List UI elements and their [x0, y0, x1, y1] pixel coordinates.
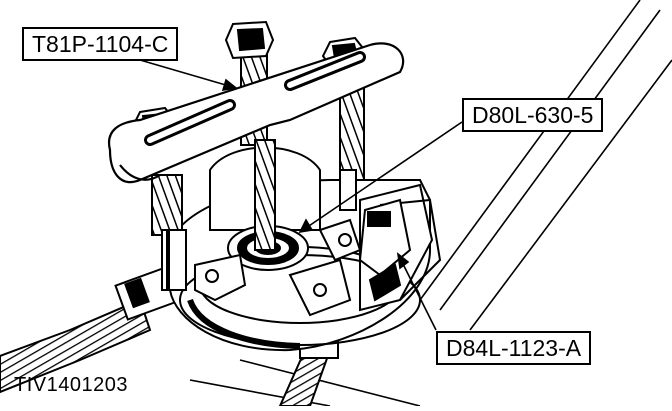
- callout-puller-bar: T81P-1104-C: [22, 27, 179, 61]
- adapter-bracket: [358, 198, 412, 302]
- bench-rails: [189, 0, 672, 407]
- callout-adapter-tool: D84L-1123-A: [436, 331, 592, 365]
- leader-lines: [139, 59, 463, 331]
- callout-bearing-tool: D80L-630-5: [462, 98, 604, 132]
- puller-bar: [107, 42, 405, 184]
- figure-id: TIV1401203: [14, 374, 128, 396]
